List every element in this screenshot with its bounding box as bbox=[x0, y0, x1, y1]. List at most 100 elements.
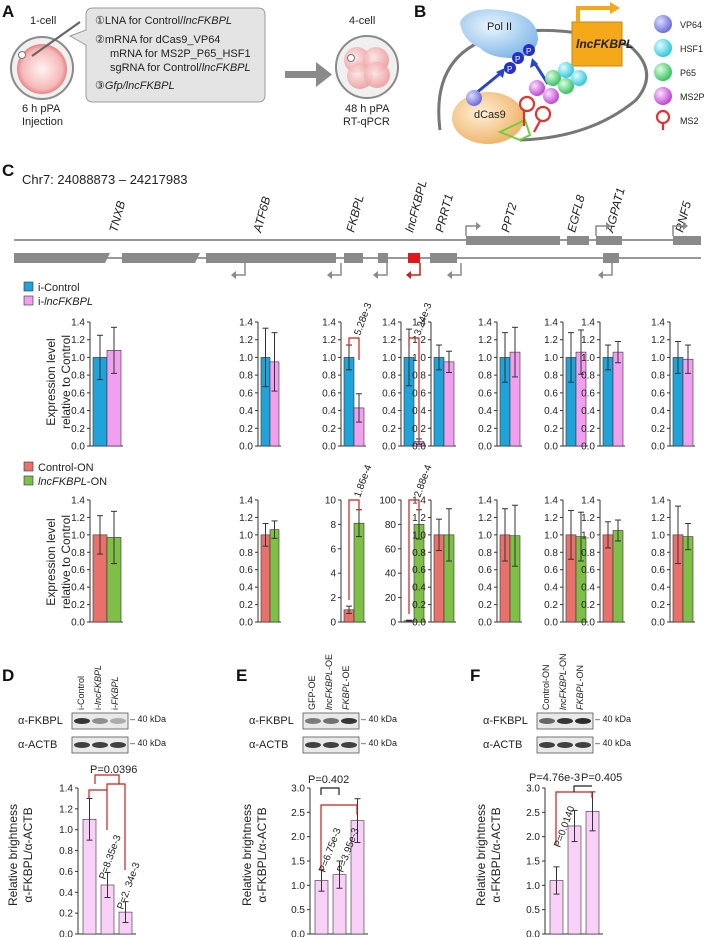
kd-lncfkbpl-bracket bbox=[408, 337, 420, 440]
on-prrt1-tick-1: 0.2 bbox=[412, 600, 426, 611]
band-f-1-2 bbox=[575, 742, 591, 748]
locus-coordinates: Chr7: 24088873 – 24217983 bbox=[22, 172, 188, 187]
on-ppt2-tick-4: 0.8 bbox=[478, 548, 492, 559]
wb-ylabel1-d: Relative brightness bbox=[6, 804, 20, 906]
on-rnf5-tick-6: 1.2 bbox=[651, 513, 665, 524]
pvalue-d-0: P=0.0396 bbox=[90, 764, 137, 776]
kda-f-1: – 40 kDa bbox=[595, 738, 631, 748]
kd-lncfkbpl-tick-6: 1.2 bbox=[382, 335, 396, 346]
p65-legend-icon bbox=[654, 63, 672, 81]
wb-tick-f-3: 1.5 bbox=[526, 857, 540, 868]
panel-b-label: B bbox=[414, 2, 426, 21]
lane-label-e-2: FKBPL-OE bbox=[341, 665, 351, 710]
svg-text:P: P bbox=[515, 55, 520, 64]
on-atf6b-tick-2: 0.4 bbox=[239, 583, 253, 594]
blot-row-e-0: α-FKBPL bbox=[249, 715, 294, 727]
gene-label-fkbpl: FKBPL bbox=[343, 193, 366, 233]
kd-prrt1-bar-0 bbox=[433, 357, 445, 447]
kd-prrt1-tick-0: 0.0 bbox=[412, 442, 426, 453]
on-agpat1-bar-1 bbox=[612, 530, 624, 623]
on-egfl8-tick-7: 1.4 bbox=[544, 496, 558, 507]
wb-tick-d-5: 1.0 bbox=[59, 825, 73, 836]
on-atf6b-tick-3: 0.6 bbox=[239, 565, 253, 576]
band-d-1-0 bbox=[74, 742, 90, 748]
on-rnf5-tick-0: 0.0 bbox=[651, 618, 665, 629]
kd-agpat1-bar-0 bbox=[602, 357, 614, 447]
blot-row-e-1: α-ACTB bbox=[249, 739, 288, 751]
kd-atf6b-tick-4: 0.8 bbox=[239, 371, 253, 382]
blot-row-f-0: α-FKBPL bbox=[483, 715, 528, 727]
injection-callout: ①LNA for Control/lncFKBPL ②mRNA for dCas… bbox=[68, 7, 266, 103]
kd-ppt2-tick-1: 0.2 bbox=[478, 424, 492, 435]
on-ppt2-tick-3: 0.6 bbox=[478, 565, 492, 576]
on-tnxb-tick-0: 0.0 bbox=[71, 618, 85, 629]
ms2p-legend-icon bbox=[654, 87, 672, 105]
on-ppt2-tick-0: 0.0 bbox=[478, 618, 492, 629]
on-atf6b-tick-0: 0.0 bbox=[239, 618, 253, 629]
kd-agpat1-tick-2: 0.4 bbox=[581, 406, 595, 417]
kd-fkbpl-pvalue: 5.28e-3 bbox=[352, 301, 374, 337]
wb-ylabel1-e: Relative brightness bbox=[240, 804, 254, 906]
on-fkbpl-tick-5: 10 bbox=[325, 496, 337, 507]
gene-box: lncFKBPL bbox=[571, 2, 633, 67]
kd-atf6b-tick-6: 1.2 bbox=[239, 335, 253, 346]
kd-rnf5-tick-5: 1.0 bbox=[651, 353, 665, 364]
on-atf6b-tick-4: 0.8 bbox=[239, 548, 253, 559]
kd-agpat1-tick-4: 0.8 bbox=[581, 371, 595, 382]
kd-tnxb-tick-7: 1.4 bbox=[71, 318, 85, 329]
on-egfl8-tick-2: 0.4 bbox=[544, 583, 558, 594]
on-fkbpl-bracket bbox=[348, 499, 360, 600]
wb-tick-f-6: 3.0 bbox=[526, 784, 540, 795]
on-agpat1-tick-6: 1.2 bbox=[581, 513, 595, 524]
pvalue-d-2: P=2. 34e-3 bbox=[115, 861, 142, 911]
kd-lncfkbpl-tick-2: 0.4 bbox=[382, 406, 396, 417]
kd-ppt2-tick-6: 1.2 bbox=[478, 335, 492, 346]
band-f-1-0 bbox=[539, 742, 555, 748]
step-2a: ②mRNA for dCas9_VP64 bbox=[95, 34, 220, 46]
band-f-0-1 bbox=[557, 718, 573, 724]
panel-a-label: A bbox=[2, 2, 14, 21]
kd-atf6b-tick-1: 0.2 bbox=[239, 424, 253, 435]
kd-prrt1-tick-7: 1.4 bbox=[412, 318, 426, 329]
wb-tick-e-6: 3.0 bbox=[291, 784, 305, 795]
band-e-0-2 bbox=[341, 718, 357, 724]
legend-vp64: VP64 bbox=[680, 20, 702, 30]
band-d-0-2 bbox=[110, 718, 126, 724]
kda-d-0: – 40 kDa bbox=[130, 714, 166, 724]
on-prrt1-tick-3: 0.6 bbox=[412, 565, 426, 576]
phospho-groups: P P P bbox=[504, 44, 535, 74]
on-ppt2-tick-2: 0.4 bbox=[478, 583, 492, 594]
bracket-d-1 bbox=[88, 789, 108, 830]
on-agpat1-tick-5: 1.0 bbox=[581, 530, 595, 541]
on-agpat1-tick-7: 1.4 bbox=[581, 496, 595, 507]
knockdown-legend: i-Control i-lncFKBPL bbox=[23, 281, 93, 308]
legend-i-lncfkbpl: i-lncFKBPL bbox=[38, 296, 93, 308]
legend-control-on: Control-ON bbox=[38, 462, 94, 474]
gene-label-egfl8: EGFL8 bbox=[564, 193, 587, 234]
legend-ms2p: MS2P bbox=[680, 92, 705, 102]
gene-label-ppt2: PPT2 bbox=[498, 201, 519, 234]
svg-text:lncFKBPL: lncFKBPL bbox=[576, 37, 633, 51]
on-tnxb-tick-3: 0.6 bbox=[71, 565, 85, 576]
vp64-ball bbox=[466, 90, 482, 106]
lane-label-d-0: i-Control bbox=[76, 676, 86, 710]
kd-tnxb-tick-4: 0.8 bbox=[71, 371, 85, 382]
panel-c-label: C bbox=[2, 161, 14, 180]
step-2b: mRNA for MS2P_P65_HSF1 bbox=[110, 48, 251, 60]
kd-rnf5-tick-4: 0.8 bbox=[651, 371, 665, 382]
on-prrt1-tick-4: 0.8 bbox=[412, 548, 426, 559]
wb-ylabel2-d: α-FKBPL/α-ACTB bbox=[21, 807, 35, 902]
blot-row-d-1: α-ACTB bbox=[18, 739, 57, 751]
pol-ii-label: Pol II bbox=[487, 21, 512, 33]
band-e-0-1 bbox=[323, 718, 339, 724]
kd-fkbpl-tick-2: 0.4 bbox=[322, 406, 336, 417]
kd-egfl8-tick-2: 0.4 bbox=[544, 406, 558, 417]
on-fkbpl-tick-2: 4 bbox=[330, 569, 336, 580]
kd-agpat1-tick-0: 0.0 bbox=[581, 442, 595, 453]
kda-e-0: – 40 kDa bbox=[361, 714, 397, 724]
legend-i-control: i-Control bbox=[38, 282, 80, 294]
on-tnxb-tick-7: 1.4 bbox=[71, 496, 85, 507]
